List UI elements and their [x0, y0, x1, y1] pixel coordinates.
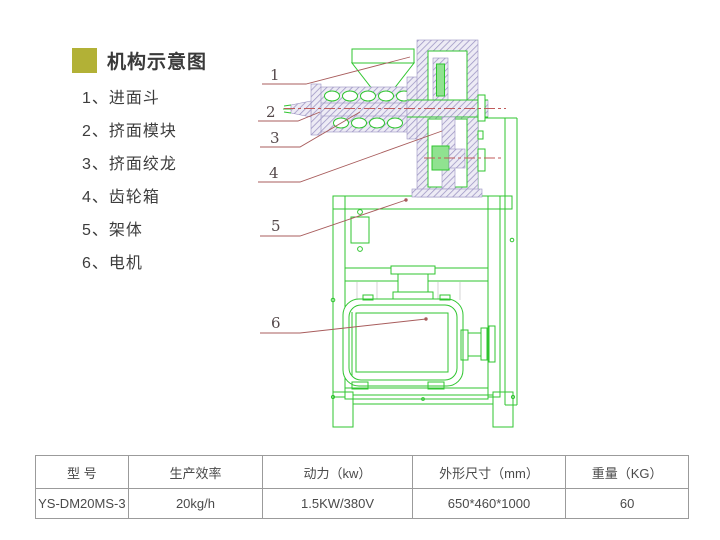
parts-item-4: 4、齿轮箱: [82, 189, 160, 206]
gearbox: [406, 39, 489, 198]
callout-5: 5: [260, 198, 408, 237]
spec-value-capacity: 20kg/h: [127, 488, 264, 519]
title-bullet-square: [72, 48, 97, 73]
callout-3: 3: [260, 111, 361, 148]
callout-3-number: 3: [270, 129, 280, 147]
spec-table-header-row: 型 号 生产效率 动力（kw） 外形尺寸（mm） 重量（KG）: [35, 455, 689, 489]
extruder-barrel: [283, 76, 420, 140]
section-title: 机构示意图: [107, 52, 208, 73]
spec-value-dimensions: 650*460*1000: [411, 488, 567, 519]
switch-box: [350, 209, 370, 252]
motor: [342, 265, 496, 390]
callout-leaders: 1 2 3 4 5 6: [258, 56, 443, 334]
parts-item-5: 5、架体: [82, 222, 143, 239]
spec-value-weight: 60: [565, 488, 689, 519]
spec-value-power: 1.5KW/380V: [262, 488, 413, 519]
callout-2: 2: [258, 103, 321, 122]
section-title-row: 机构示意图: [72, 47, 207, 74]
parts-item-3: 3、挤面绞龙: [82, 156, 177, 173]
callout-4: 4: [258, 130, 443, 183]
centerlines: [284, 108, 506, 159]
spec-header-weight: 重量（KG）: [565, 455, 689, 489]
callout-1-number: 1: [270, 66, 280, 84]
spec-header-capacity: 生产效率: [127, 455, 264, 489]
callout-6: 6: [260, 314, 428, 334]
parts-item-1: 1、进面斗: [82, 90, 160, 107]
callout-1: 1: [262, 56, 411, 85]
frame-body: [330, 195, 516, 428]
callout-6-number: 6: [271, 314, 281, 332]
spec-header-model: 型 号: [35, 455, 129, 489]
callout-4-number: 4: [269, 164, 279, 182]
parts-item-2: 2、挤面模块: [82, 123, 177, 140]
parts-item-6: 6、电机: [82, 255, 143, 272]
parts-list: 1、进面斗 2、挤面模块 3、挤面绞龙 4、齿轮箱 5、架体 6、电机: [82, 82, 177, 280]
callout-2-number: 2: [266, 103, 276, 121]
spec-value-model: YS-DM20MS-3: [35, 488, 129, 519]
spec-table: 型 号 生产效率 动力（kw） 外形尺寸（mm） 重量（KG） YS-DM20M…: [35, 455, 689, 519]
callout-5-number: 5: [271, 217, 281, 235]
spec-header-power: 动力（kw）: [262, 455, 413, 489]
spec-header-dimensions: 外形尺寸（mm）: [411, 455, 567, 489]
spec-table-data-row: YS-DM20MS-3 20kg/h 1.5KW/380V 650*460*10…: [35, 488, 689, 519]
